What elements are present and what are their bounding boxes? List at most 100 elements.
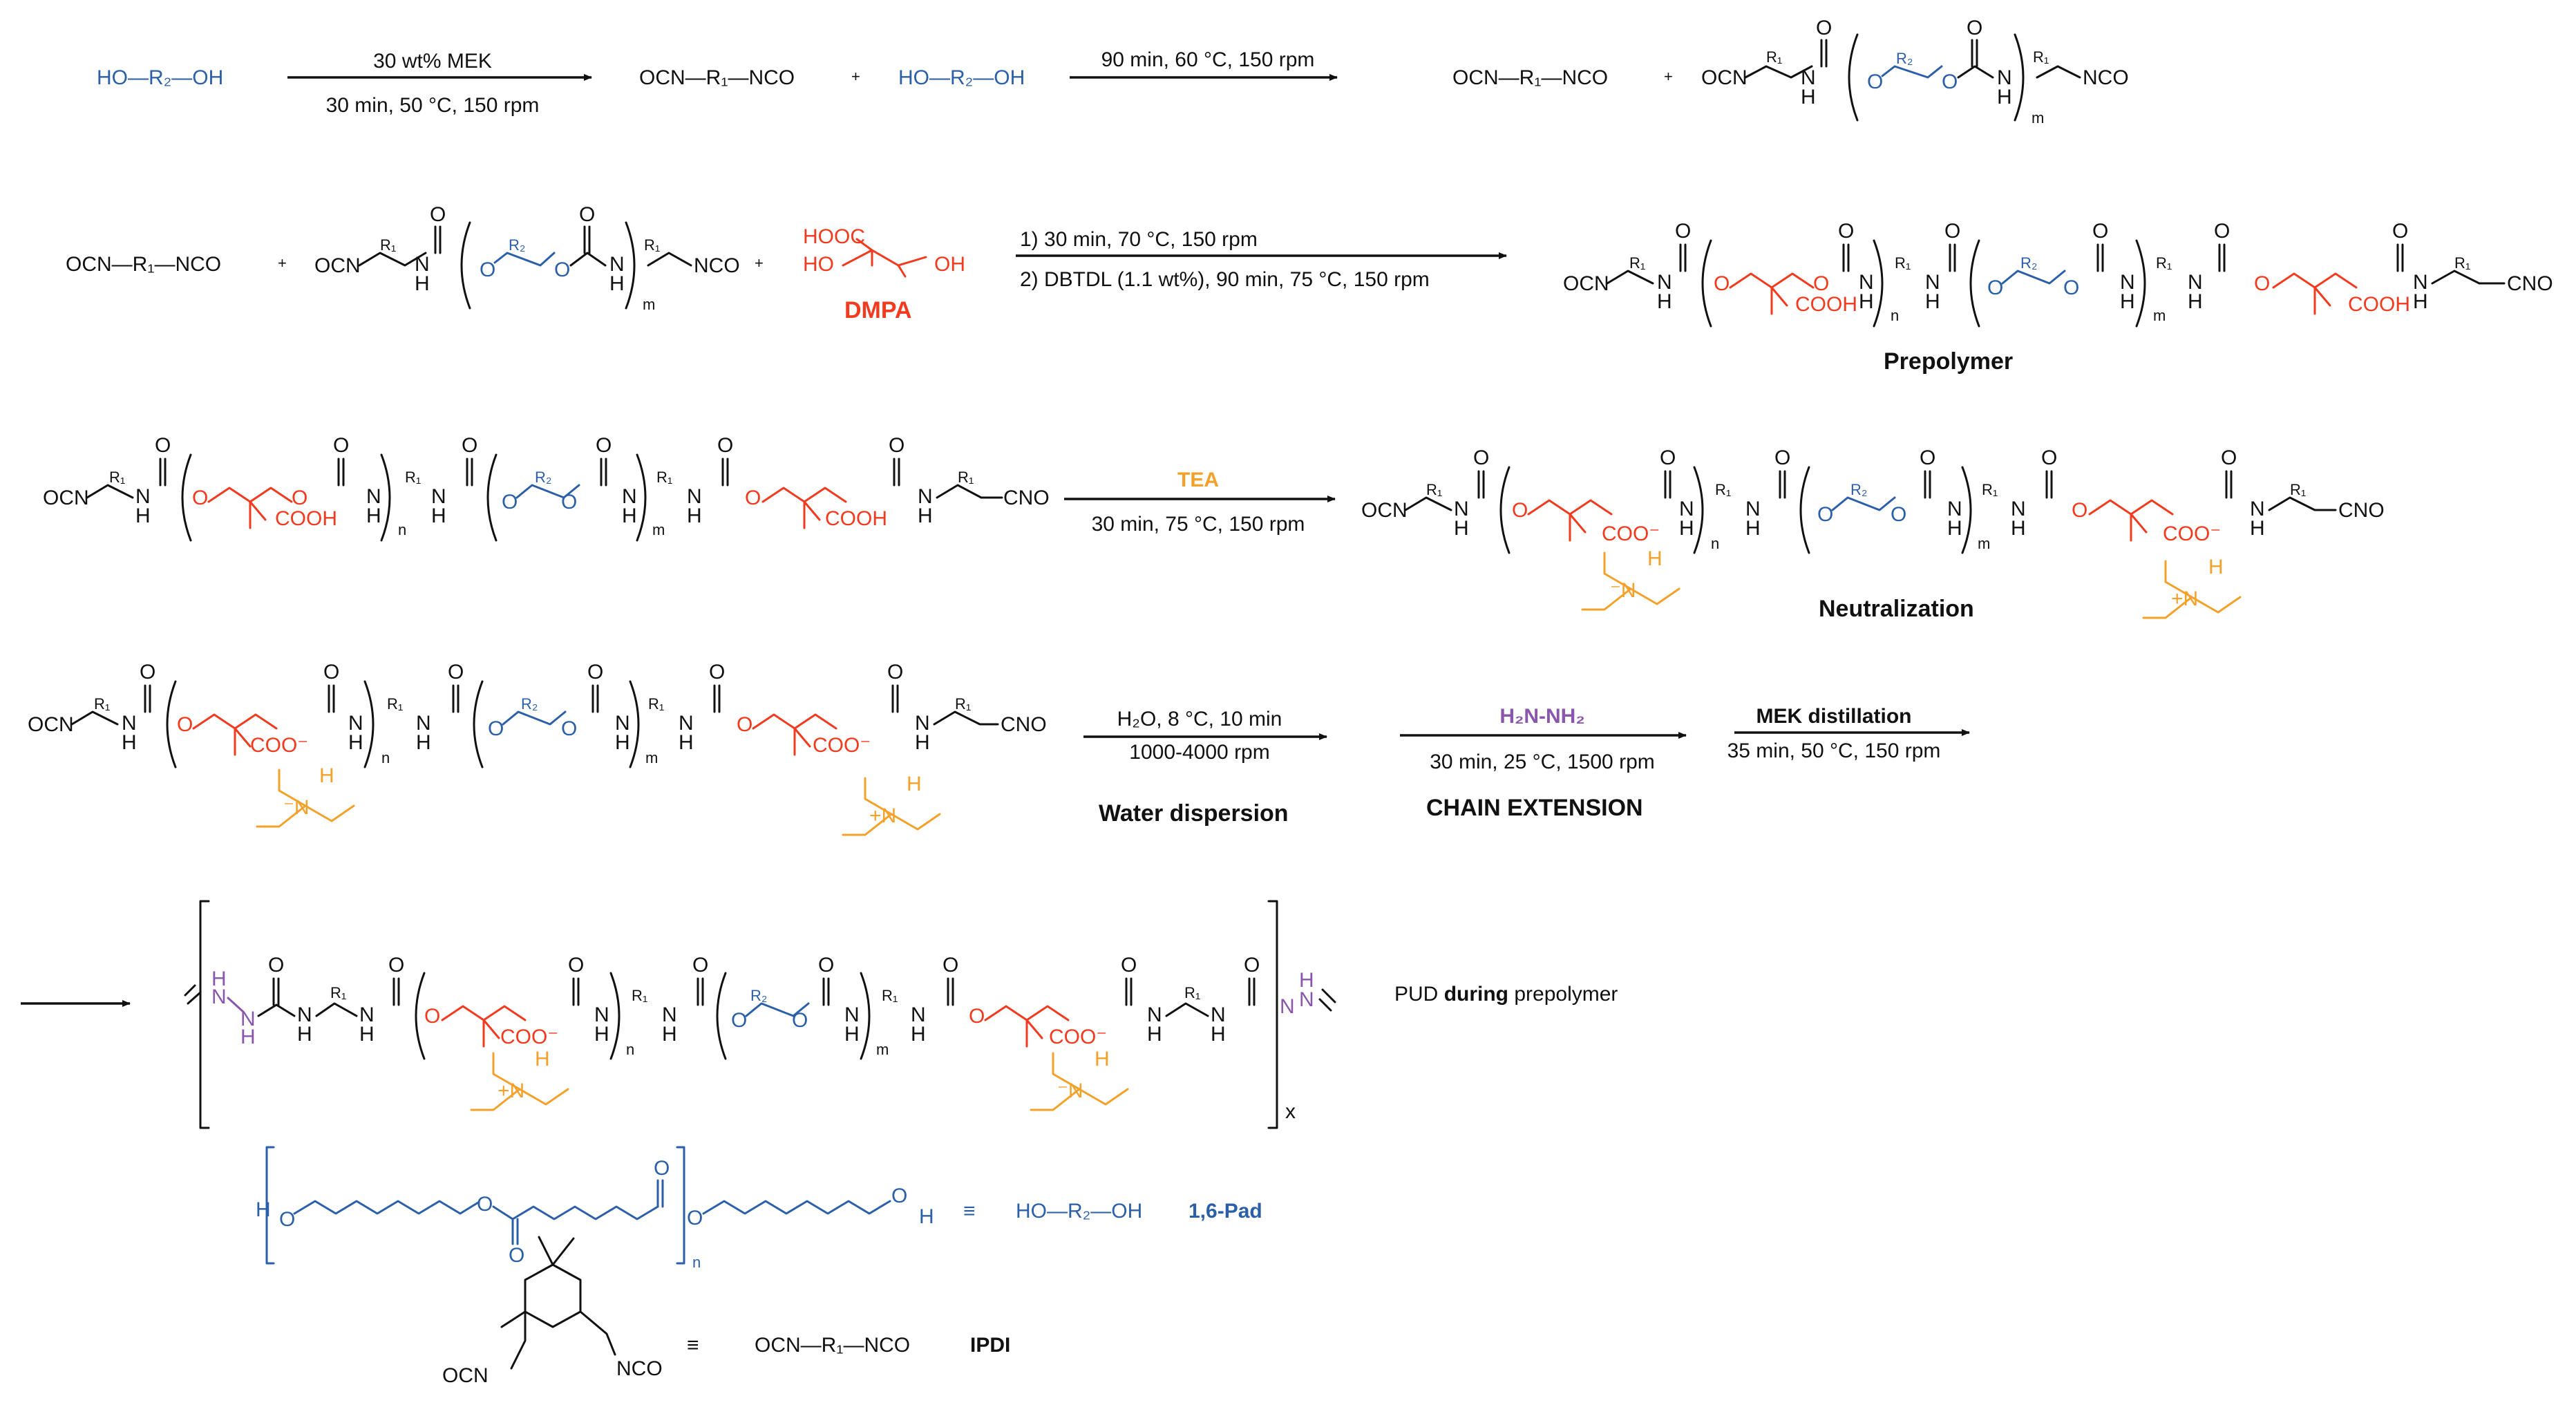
arrow-7-top: MEK distillation (1756, 705, 1912, 728)
isocyanate-oligomer: OCN R₁ H N O O R₂ O O N H m R₁ NCO (1701, 17, 2129, 126)
svg-text:H: H (1147, 1023, 1162, 1046)
svg-text:N: N (1454, 498, 1469, 520)
svg-text:H: H (1745, 517, 1761, 540)
svg-text:N: N (2011, 498, 2026, 520)
svg-text:O: O (2092, 220, 2108, 243)
svg-text:O: O (891, 1185, 907, 1207)
svg-text:n: n (398, 521, 406, 538)
svg-text:H: H (359, 1023, 375, 1046)
svg-text:H: H (135, 505, 151, 527)
svg-text:OCN: OCN (314, 254, 361, 277)
svg-text:O: O (969, 1005, 985, 1028)
svg-text:O: O (579, 203, 595, 226)
svg-text:O: O (654, 1157, 670, 1180)
svg-text:COO⁻: COO⁻ (250, 734, 308, 757)
svg-text:O: O (561, 717, 577, 740)
svg-text:R₁: R₁ (330, 984, 346, 1001)
svg-text:R₁: R₁ (644, 236, 660, 254)
svg-text:R₁: R₁ (94, 695, 110, 713)
svg-text:m: m (652, 521, 665, 538)
svg-text:m: m (1978, 535, 1990, 552)
svg-text:H: H (2188, 290, 2203, 313)
svg-text:R₁: R₁ (2156, 254, 2172, 272)
arrow-1-bottom: 30 min, 50 °C, 150 rpm (326, 94, 540, 117)
svg-text:N: N (359, 1003, 375, 1026)
svg-text:N: N (1679, 498, 1694, 520)
svg-text:R₁: R₁ (380, 236, 396, 254)
row-6-pad: H n O O O O O O H ≡ HO—R₂—OH 1,6-Pad (256, 1146, 1262, 1271)
svg-text:O: O (462, 434, 477, 457)
svg-text:O: O (792, 1009, 808, 1032)
svg-text:O: O (488, 717, 504, 740)
svg-text:N: N (1947, 498, 1962, 520)
svg-text:HO: HO (803, 253, 834, 276)
arrow-4-bottom: 30 min, 75 °C, 150 rpm (1092, 513, 1305, 536)
prepolymer-structure-2: OCN R₁ N H O O COOH O O N H n R₁ N H O O (43, 434, 1050, 542)
ipdi-label: IPDI (970, 1334, 1010, 1357)
svg-text:COO⁻: COO⁻ (2163, 522, 2221, 545)
svg-text:N: N (1997, 66, 2012, 89)
arrow-1-top: 30 wt% MEK (373, 50, 492, 73)
svg-text:O: O (1774, 446, 1790, 469)
svg-text:N: N (1211, 1003, 1226, 1026)
ipdi-formula-def: OCN—R₁—NCO (755, 1334, 910, 1357)
svg-text:R₁: R₁ (955, 695, 971, 713)
svg-text:O: O (717, 434, 733, 457)
svg-text:O: O (587, 661, 603, 683)
svg-text:n: n (381, 749, 390, 766)
diol-formula: HO—R₂—OH (97, 66, 223, 89)
svg-text:R₁: R₁ (1982, 481, 1998, 498)
svg-text:N: N (594, 1003, 609, 1026)
svg-text:n: n (626, 1041, 634, 1058)
row-5: x H N N H O N H R₁ N H O O COO⁻ O N (21, 900, 1618, 1129)
svg-text:O: O (1675, 220, 1691, 243)
svg-text:H: H (256, 1198, 271, 1221)
svg-text:R₂: R₂ (1896, 50, 1913, 67)
row-1: HO—R₂—OH 30 wt% MEK 30 min, 50 °C, 150 r… (97, 17, 2129, 126)
arrow-3-top-1: 1) 30 min, 70 °C, 150 rpm (1020, 228, 1258, 251)
svg-text:m: m (2153, 307, 2166, 324)
svg-text:H: H (2120, 290, 2135, 313)
svg-text:H: H (2413, 290, 2428, 313)
svg-text:O: O (709, 661, 725, 683)
svg-text:H: H (1647, 547, 1663, 570)
svg-text:R₂: R₂ (750, 987, 767, 1004)
svg-text:CNO: CNO (1001, 713, 1047, 736)
svg-text:H: H (687, 505, 702, 527)
svg-text:R₂: R₂ (521, 695, 538, 713)
svg-text:H: H (431, 505, 446, 527)
svg-text:N: N (662, 1003, 677, 1026)
ipdi-formula-1: OCN—R₁—NCO (639, 66, 795, 89)
svg-text:N: N (622, 485, 637, 508)
plus-3: + (278, 254, 287, 272)
svg-text:N: N (687, 485, 702, 508)
svg-text:H: H (615, 731, 630, 754)
svg-text:H: H (594, 1023, 609, 1046)
svg-text:n: n (1891, 307, 1899, 324)
neutralized-structure-2: OCN R₁ N H O O COO⁻ O N H n R₁ N H O O R… (28, 661, 1047, 836)
svg-text:O: O (2392, 220, 2408, 243)
svg-text:N: N (2250, 498, 2265, 520)
svg-text:N: N (416, 712, 431, 735)
svg-text:N: N (366, 485, 381, 508)
svg-text:R₁: R₁ (405, 469, 421, 486)
svg-text:COO⁻: COO⁻ (1049, 1026, 1107, 1048)
svg-text:O: O (1813, 272, 1829, 295)
svg-text:O: O (448, 661, 464, 683)
svg-text:N: N (915, 712, 930, 735)
svg-text:COOH: COOH (825, 507, 887, 530)
svg-text:COO⁻: COO⁻ (1602, 522, 1660, 545)
svg-text:H: H (416, 731, 431, 754)
svg-text:N: N (1147, 1003, 1162, 1026)
ipdi-formula-3: OCN—R₁—NCO (66, 253, 221, 276)
prepolymer-label: Prepolymer (1884, 348, 2013, 375)
plus-4: + (755, 254, 764, 272)
svg-text:H: H (297, 1023, 312, 1046)
svg-text:NCO: NCO (2083, 66, 2129, 89)
svg-text:H: H (918, 505, 933, 527)
dmpa-structure: HOOC HO OH DMPA (803, 225, 965, 323)
svg-text:OCN: OCN (442, 1364, 489, 1387)
svg-text:H: H (907, 773, 922, 795)
svg-text:O: O (424, 1005, 440, 1028)
